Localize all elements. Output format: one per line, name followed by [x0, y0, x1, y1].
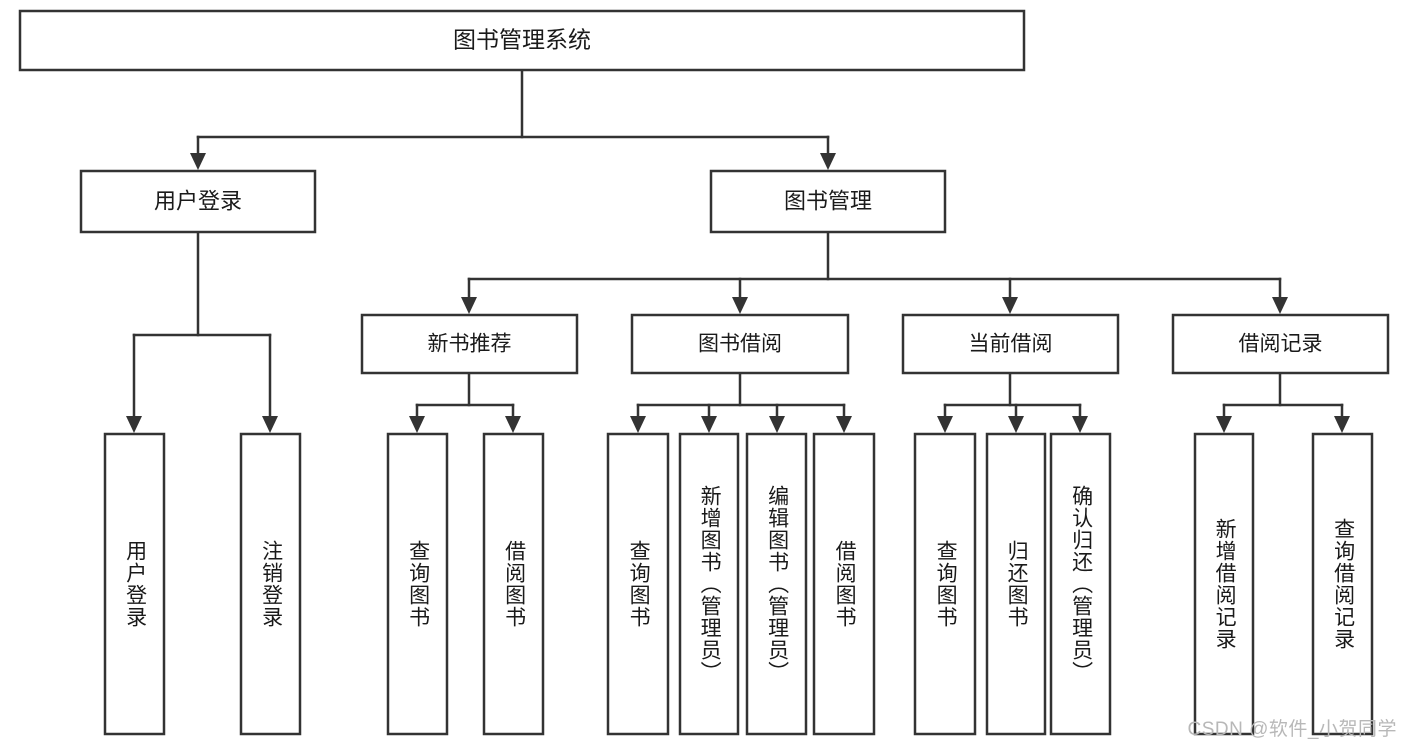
node-leaf-edit-book[interactable] [745, 432, 808, 736]
arrow-head-icon [630, 416, 646, 433]
node-box-leaf-query-borrow-record [1311, 432, 1374, 736]
arrow-head-icon [1008, 416, 1024, 433]
connector-recommend-to-leaves [409, 371, 521, 433]
node-leaf-confirm-return[interactable] [1049, 432, 1112, 736]
arrow-head-icon [937, 416, 953, 433]
connector-userlogin-to-leaves [126, 230, 278, 433]
node-leaf-add-book[interactable] [678, 432, 740, 736]
node-leaf-borrow-book[interactable] [812, 432, 876, 736]
arrow-head-icon [262, 416, 278, 433]
arrow-head-icon [126, 416, 142, 433]
node-box-leaf-edit-book [745, 432, 808, 736]
node-box-leaf-user-login [103, 432, 166, 736]
node-box-leaf-confirm-return [1049, 432, 1112, 736]
node-box-new-book-recommend [360, 313, 579, 375]
arrow-head-icon [190, 153, 206, 170]
node-box-leaf-user-logout [239, 432, 302, 736]
connector-root-to-level2 [190, 68, 836, 170]
arrow-head-icon [701, 416, 717, 433]
arrow-head-icon [505, 416, 521, 433]
arrow-head-icon [1272, 297, 1288, 314]
node-box-leaf-borrow-book [812, 432, 876, 736]
node-box-root [18, 9, 1026, 72]
node-leaf-user-login[interactable] [103, 432, 166, 736]
node-leaf-borrow-book-recommend[interactable] [482, 432, 545, 736]
node-label-book-borrow: 图书借阅 [698, 333, 782, 356]
arrow-head-icon [1072, 416, 1088, 433]
node-box-user-login [79, 169, 317, 234]
node-leaf-user-logout[interactable] [239, 432, 302, 736]
node-box-borrow-record [1171, 313, 1390, 375]
node-borrow-record[interactable]: 借阅记录 [1171, 313, 1390, 375]
arrow-head-icon [1334, 416, 1350, 433]
connector-bookmgmt-to-level3 [461, 230, 1288, 314]
arrow-head-icon [836, 416, 852, 433]
node-box-leaf-add-borrow-record [1193, 432, 1255, 736]
node-leaf-query-borrow-record[interactable] [1311, 432, 1374, 736]
arrow-head-icon [461, 297, 477, 314]
node-label-borrow-record: 借阅记录 [1239, 333, 1323, 356]
node-box-leaf-query-book-current [913, 432, 977, 736]
node-box-leaf-return-book [985, 432, 1047, 736]
arrow-head-icon [769, 416, 785, 433]
node-label-user-login: 用户登录 [154, 188, 242, 213]
connector-borrow-to-leaves [630, 371, 852, 433]
node-box-book-borrow [630, 313, 850, 375]
node-label-root: 图书管理系统 [453, 27, 591, 53]
node-book-management[interactable]: 图书管理 [709, 169, 947, 234]
node-box-book-management [709, 169, 947, 234]
arrow-head-icon [732, 297, 748, 314]
arrow-head-icon [1216, 416, 1232, 433]
arrow-head-icon [1002, 297, 1018, 314]
node-label-current-borrow: 当前借阅 [969, 333, 1053, 356]
node-user-login[interactable]: 用户登录 [79, 169, 317, 234]
node-current-borrow[interactable]: 当前借阅 [901, 313, 1120, 375]
node-leaf-query-book-borrow[interactable] [606, 432, 670, 736]
node-label-book-management: 图书管理 [784, 188, 872, 213]
node-leaf-query-book-current[interactable] [913, 432, 977, 736]
arrow-head-icon [409, 416, 425, 433]
connector-record-to-leaves [1216, 371, 1350, 433]
csdn-watermark: CSDN @软件_小贺同学 [1187, 719, 1397, 740]
node-new-book-recommend[interactable]: 新书推荐 [360, 313, 579, 375]
connector-current-to-leaves [937, 371, 1088, 433]
node-box-leaf-add-book [678, 432, 740, 736]
node-label-new-book-recommend: 新书推荐 [428, 333, 512, 356]
node-box-leaf-query-book-borrow [606, 432, 670, 736]
node-book-borrow[interactable]: 图书借阅 [630, 313, 850, 375]
node-box-leaf-query-book-recommend [386, 432, 449, 736]
node-leaf-return-book[interactable] [985, 432, 1047, 736]
node-root[interactable]: 图书管理系统 [18, 9, 1026, 72]
node-box-leaf-borrow-book-recommend [482, 432, 545, 736]
node-leaf-query-book-recommend[interactable] [386, 432, 449, 736]
connector-layer [126, 68, 1350, 433]
node-box-current-borrow [901, 313, 1120, 375]
arrow-head-icon [820, 153, 836, 170]
node-leaf-add-borrow-record[interactable] [1193, 432, 1255, 736]
